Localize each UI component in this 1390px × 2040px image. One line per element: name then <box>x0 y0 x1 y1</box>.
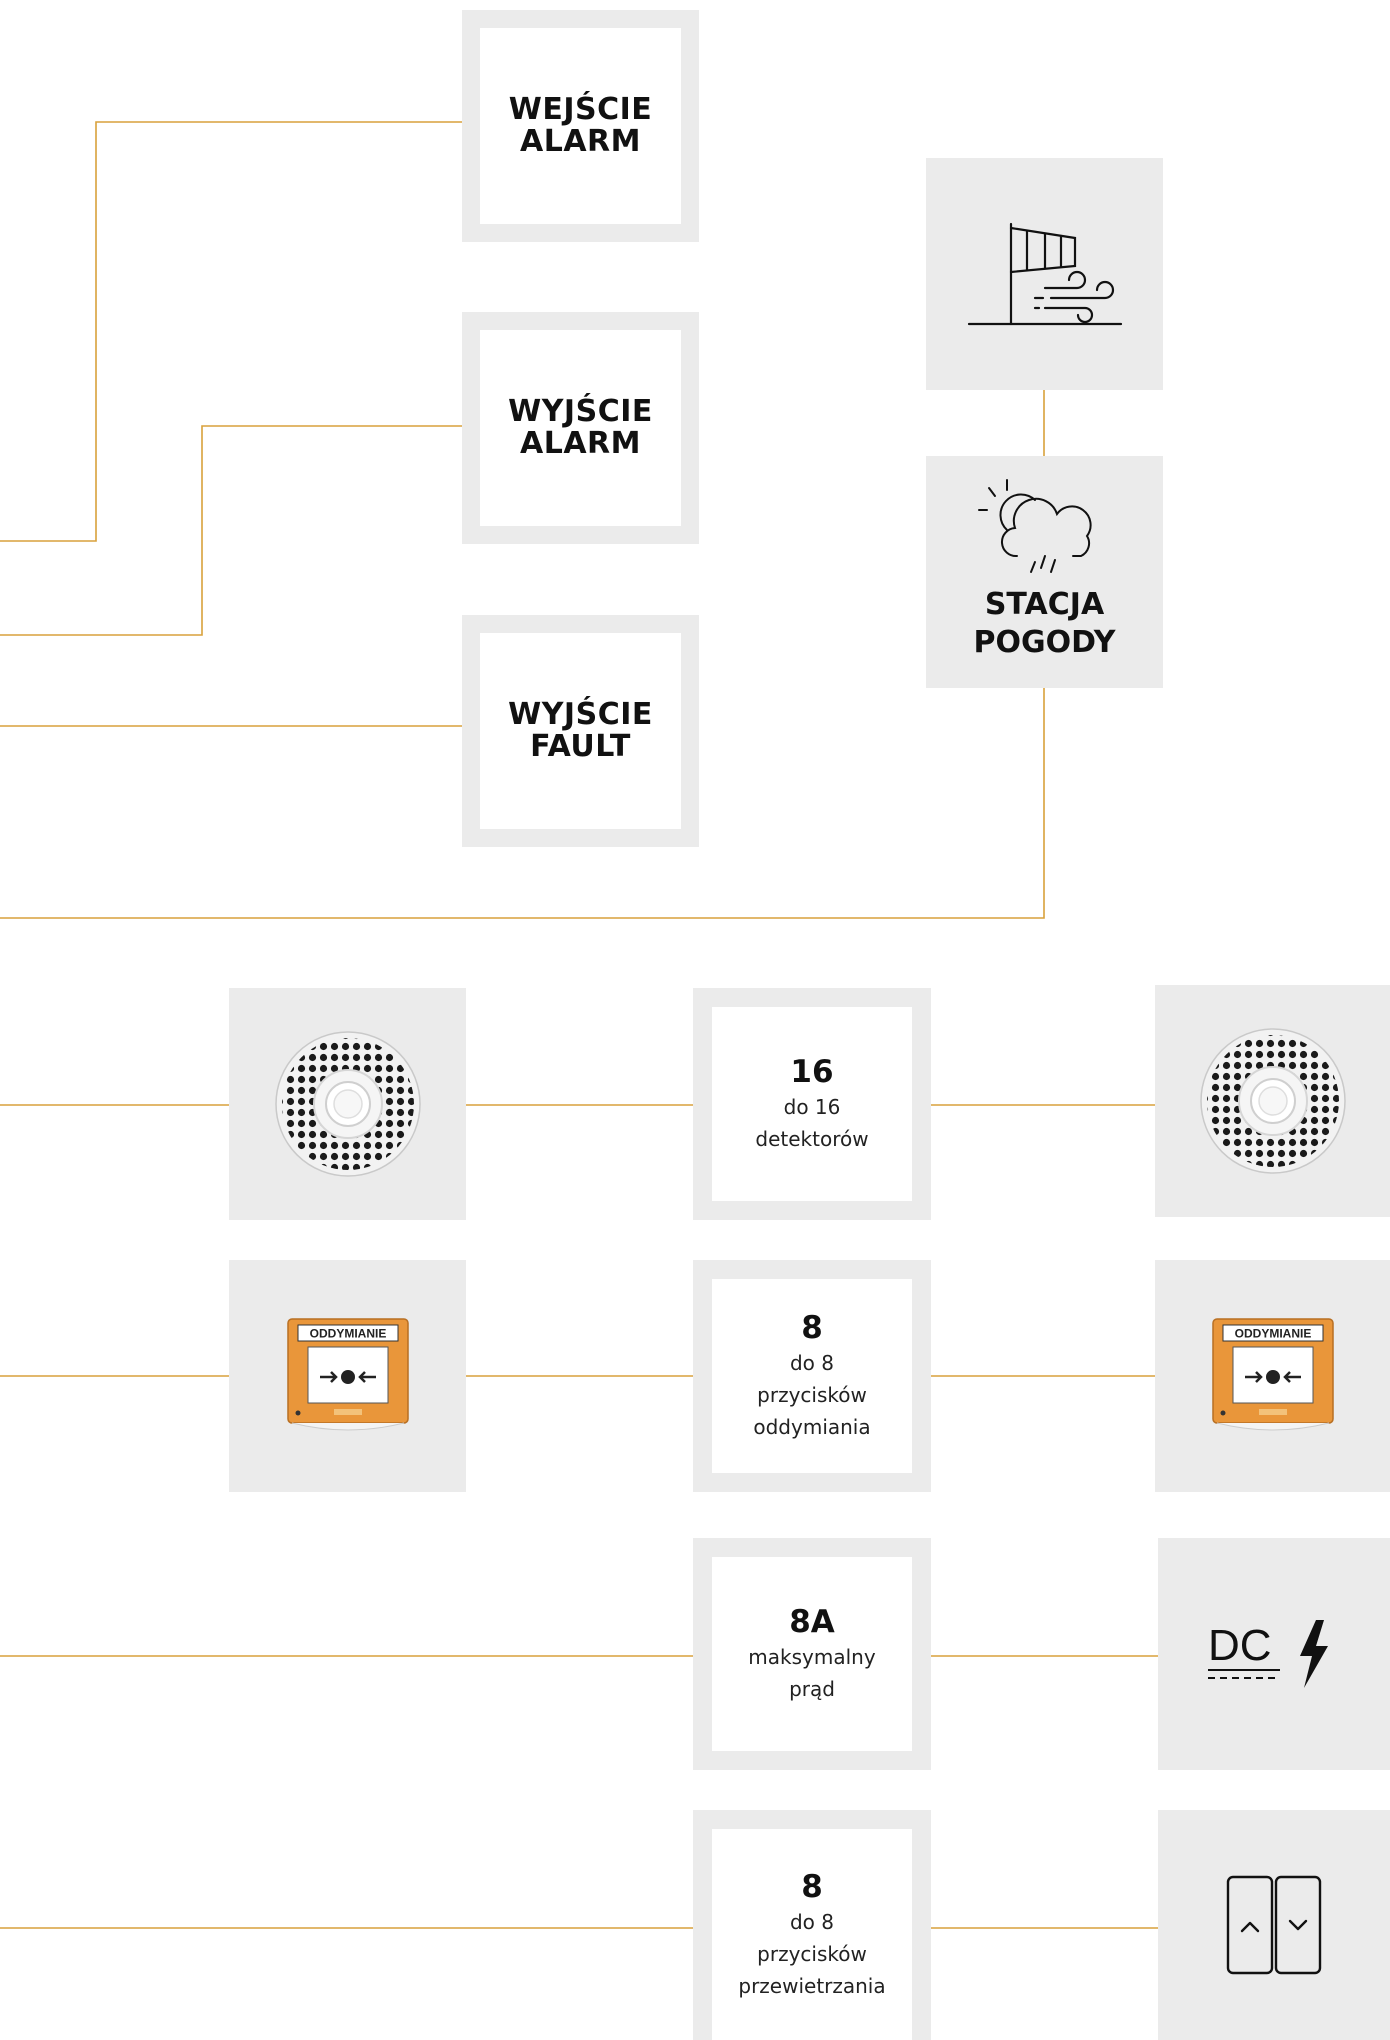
box-wejscie-alarm: WEJŚCIE ALARM <box>462 10 699 242</box>
button-box-left: ODDYMIANIE <box>229 1260 466 1492</box>
detector-box-left <box>229 988 466 1220</box>
box-label-line1: WEJŚCIE <box>508 92 653 127</box>
spec-desc-line1: do 8 <box>789 1351 834 1375</box>
sun-cloud-rain-icon <box>977 479 1092 573</box>
dc-power-icon: DC <box>1208 1620 1328 1688</box>
box-label-line2: ALARM <box>519 124 641 159</box>
smoke-vent-button-icon: ODDYMIANIE <box>286 1318 409 1431</box>
box-label-line1: WYJŚCIE <box>508 394 653 429</box>
box-label-line1: WYJŚCIE <box>508 697 653 732</box>
spec-desc-line2: prąd <box>789 1677 835 1701</box>
spec-box-detectors: 16 do 16 detektorów <box>693 988 931 1220</box>
smoke-detector-icon <box>274 1031 421 1177</box>
spec-desc-line2: przycisków <box>757 1941 867 1966</box>
detector-box-right <box>1155 985 1390 1217</box>
spec-desc-line1: maksymalny <box>748 1645 876 1669</box>
spec-desc-line2: detektorów <box>755 1127 869 1151</box>
spec-value: 8 <box>801 1310 823 1346</box>
chevron-down-icon <box>1288 1919 1308 1931</box>
weather-station-title-line2: POGODY <box>973 625 1116 660</box>
box-label-line2: ALARM <box>519 426 641 461</box>
chevron-up-icon <box>1240 1921 1260 1933</box>
connector-weather-bus <box>0 688 1045 919</box>
weather-station-box: STACJA POGODY <box>926 456 1163 688</box>
spec-value: 16 <box>790 1054 834 1090</box>
box-wyjscie-alarm: WYJŚCIE ALARM <box>462 312 699 544</box>
spec-box-smoke-buttons: 8 do 8 przycisków oddymiania <box>693 1260 931 1492</box>
spec-desc-line1: do 8 <box>789 1909 834 1934</box>
connector-wejscie-alarm <box>0 121 462 542</box>
weather-station-title-line1: STACJA <box>984 587 1105 622</box>
button-label-text: ODDYMIANIE <box>309 1327 386 1341</box>
spec-desc-line1: do 16 <box>783 1095 841 1119</box>
box-wyjscie-fault: WYJŚCIE FAULT <box>462 615 699 847</box>
spec-box-max-current: 8A maksymalny prąd <box>693 1538 931 1770</box>
spec-value: 8 <box>801 1868 823 1905</box>
spec-desc-line3: przewietrzania <box>738 1973 886 1998</box>
dc-label: DC <box>1208 1621 1272 1670</box>
button-label-text: ODDYMIANIE <box>1234 1327 1311 1341</box>
vent-up-down-switch-icon <box>1226 1875 1322 1975</box>
smoke-vent-button-icon: ODDYMIANIE <box>1211 1318 1334 1431</box>
wind-sensor-box <box>926 158 1163 390</box>
box-label-line2: FAULT <box>530 729 631 764</box>
lightning-bolt-icon <box>1300 1620 1328 1688</box>
dc-power-box: DC <box>1158 1538 1390 1770</box>
button-box-right: ODDYMIANIE <box>1155 1260 1390 1492</box>
connector-wyjscie-alarm <box>0 425 462 636</box>
spec-value: 8A <box>789 1604 835 1640</box>
spec-desc-line3: oddymiania <box>753 1415 871 1439</box>
smoke-detector-icon <box>1199 1028 1346 1174</box>
windsock-icon <box>967 222 1122 326</box>
spec-box-vent-buttons: 8 do 8 przycisków przewietrzania <box>693 1810 931 2040</box>
spec-desc-line2: przycisków <box>757 1383 867 1407</box>
vent-switch-box <box>1158 1810 1390 2040</box>
